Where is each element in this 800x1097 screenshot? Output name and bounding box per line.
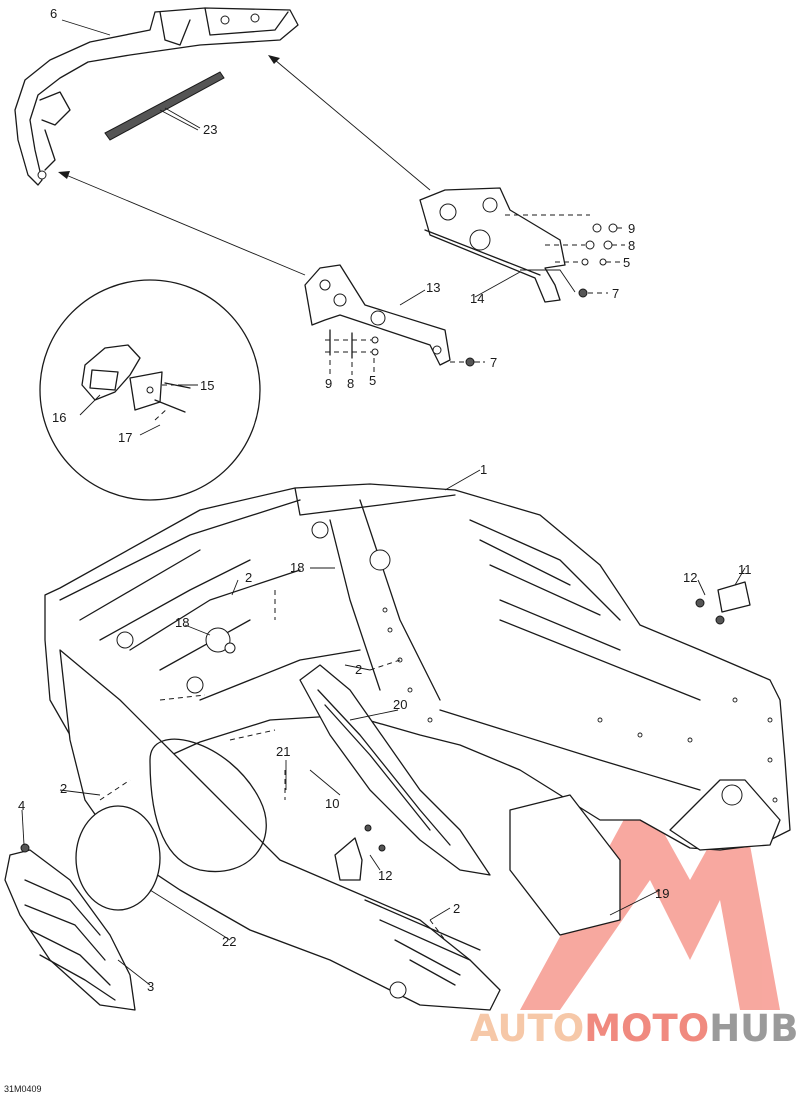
callout-15: 15 [200,378,214,393]
support-bracket-part-13 [304,264,480,366]
callout-8-right: 8 [628,238,635,253]
support-bracket-part-14 [419,187,590,303]
detail-magnifier-circle [39,279,261,501]
callout-4: 4 [18,798,25,813]
callout-9-middle: 9 [325,376,332,391]
hardware-set-middle [329,329,379,375]
side-panel-part-3 [4,843,136,1011]
callout-3: 3 [147,979,154,994]
callout-7-middle: 7 [490,355,497,370]
watermark-auto-text: AUTO [470,1007,585,1050]
callout-10: 10 [325,796,339,811]
callout-5-middle: 5 [369,373,376,388]
clip-part-11 [695,581,751,625]
callout-18-lower: 18 [175,615,189,630]
callout-2-lower: 2 [453,901,460,916]
automotohub-watermark: AUTOMOTOHUB [470,1010,798,1047]
callout-16: 16 [52,410,66,425]
watermark-hub-text: HUB [709,1007,799,1050]
callout-11: 11 [738,562,752,577]
tunnel-body-part-1 [44,483,791,1011]
diagram-reference-code: 31M0409 [4,1084,42,1094]
callout-2-upper: 2 [245,570,252,585]
bracket-small-lower [334,824,386,881]
callout-14: 14 [470,291,484,306]
callout-20: 20 [393,697,407,712]
callout-12-right: 12 [683,570,697,585]
callout-labels: 6 23 13 14 9 8 5 7 7 9 8 5 15 16 17 1 18… [18,6,752,994]
callout-5-right: 5 [623,255,630,270]
callout-leader-lines [21,19,746,986]
hardware-set-right [465,223,625,367]
callout-19: 19 [655,886,669,901]
callout-9-right: 9 [628,221,635,236]
callout-22: 22 [222,934,236,949]
assembly-dashed-lines [99,590,446,941]
callout-12-lower: 12 [378,868,392,883]
callout-2-left: 2 [60,781,67,796]
callout-1: 1 [480,462,487,477]
trim-strip-part-23 [104,71,225,141]
callout-21: 21 [276,744,290,759]
callout-7-right: 7 [612,286,619,301]
callout-6: 6 [50,6,57,21]
pad-part-19 [509,794,621,936]
callout-17: 17 [118,430,132,445]
rear-bumper-part-6 [14,7,299,186]
assembly-arrows [58,55,431,276]
callout-18-upper: 18 [290,560,304,575]
callout-8-middle: 8 [347,376,354,391]
reflector-lens-part-22 [75,805,161,911]
callout-23: 23 [203,122,217,137]
watermark-moto-text: MOTO [584,1007,710,1050]
callout-13: 13 [426,280,440,295]
slide-rail-part-20 [299,664,491,876]
callout-2-middle: 2 [355,662,362,677]
